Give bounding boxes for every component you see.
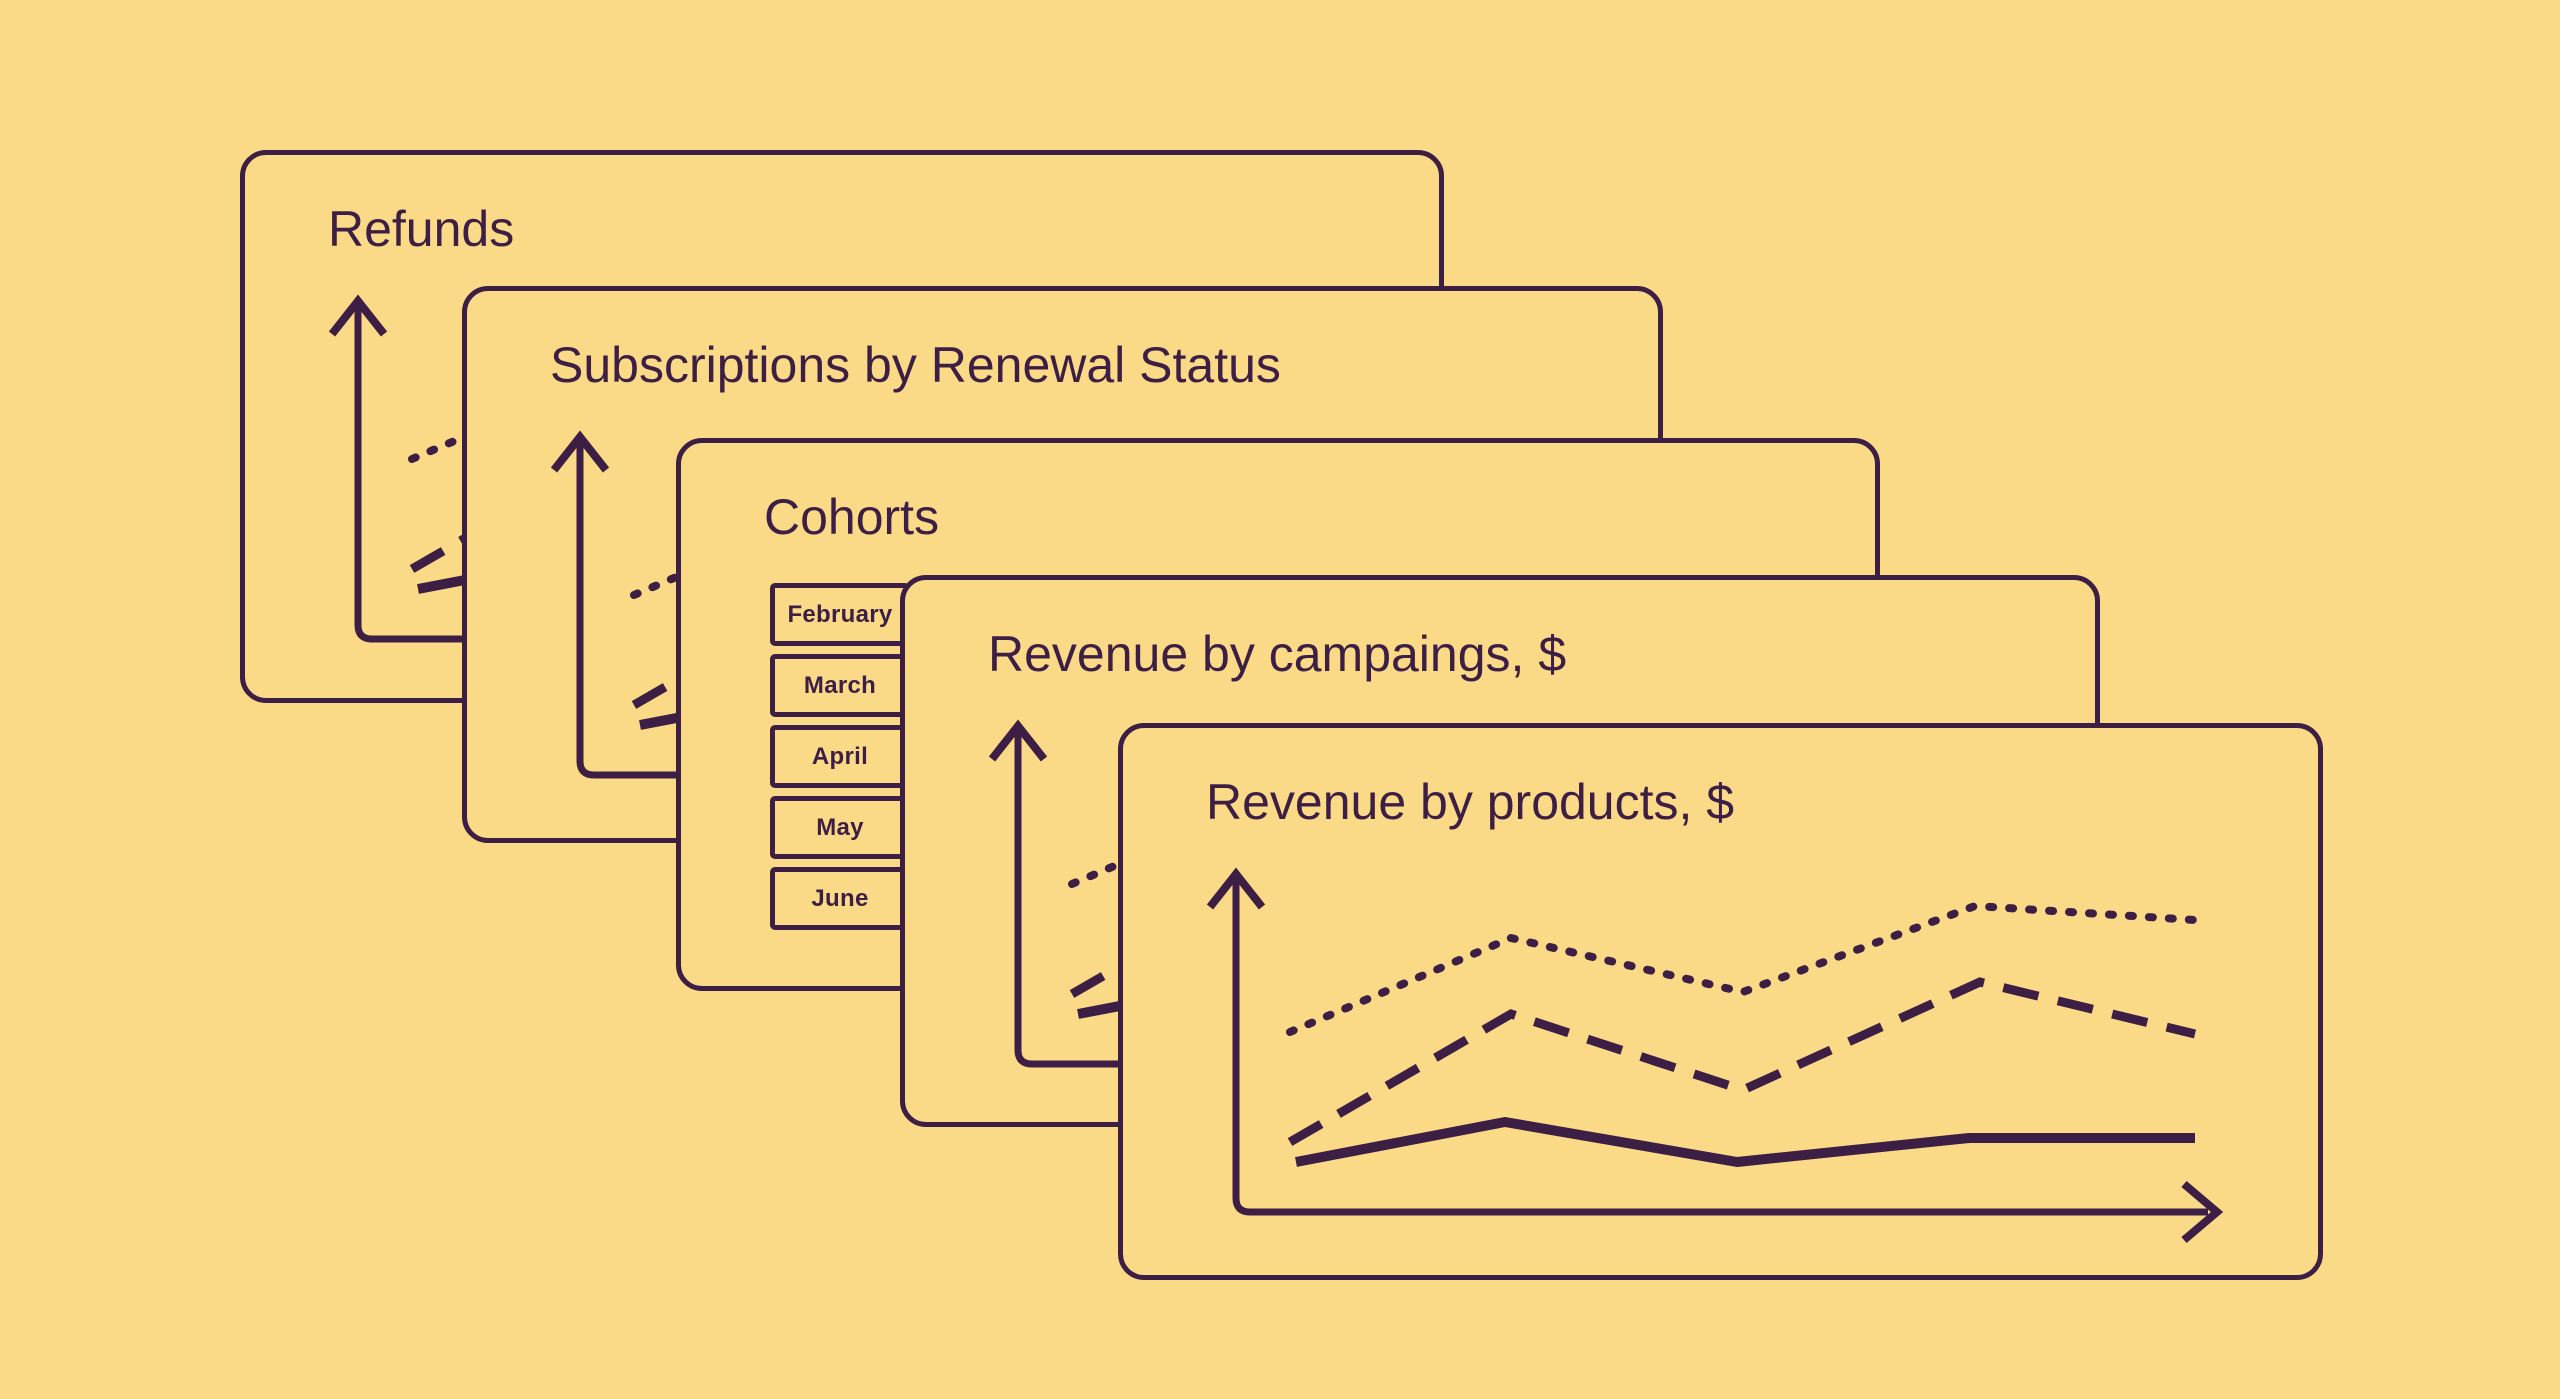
cohort-row-april: April bbox=[770, 725, 910, 788]
cohort-row-label: May bbox=[816, 813, 864, 841]
y-axis-arrowhead-icon bbox=[988, 719, 1048, 762]
chart-axis bbox=[576, 438, 1552, 779]
chart-axis bbox=[1232, 875, 2208, 1216]
products-line-chart bbox=[1206, 867, 2224, 1244]
y-axis-arrowhead-icon bbox=[550, 430, 610, 473]
series-dashed bbox=[1287, 977, 2197, 1146]
x-axis-arrowhead-icon bbox=[2181, 1180, 2224, 1244]
series-solid bbox=[1295, 1117, 2195, 1167]
cohort-row-label: February bbox=[787, 600, 893, 628]
card-title-refunds: Refunds bbox=[328, 201, 515, 257]
y-axis-arrowhead-icon bbox=[1206, 867, 1266, 910]
cohort-row-june: June bbox=[770, 867, 910, 930]
card-title-cohorts: Cohorts bbox=[764, 489, 940, 545]
series-dotted bbox=[1286, 902, 2199, 1036]
cohort-row-may: May bbox=[770, 796, 910, 859]
chart-axis bbox=[1014, 727, 1990, 1068]
cohort-row-label: April bbox=[811, 742, 869, 770]
cohort-row-march: March bbox=[770, 654, 910, 717]
y-axis-arrowhead-icon bbox=[328, 294, 388, 337]
cohort-row-february: February bbox=[770, 583, 910, 646]
cohort-row-label: March bbox=[803, 671, 877, 699]
chart-axis bbox=[354, 302, 1330, 643]
card-title-subscriptions: Subscriptions by Renewal Status bbox=[550, 337, 1281, 393]
card-title-campaigns: Revenue by campaings, $ bbox=[988, 626, 1567, 682]
card-title-products: Revenue by products, $ bbox=[1206, 774, 1735, 830]
cohort-row-label: June bbox=[811, 884, 869, 912]
card-products: Revenue by products, $ bbox=[1118, 723, 2323, 1280]
